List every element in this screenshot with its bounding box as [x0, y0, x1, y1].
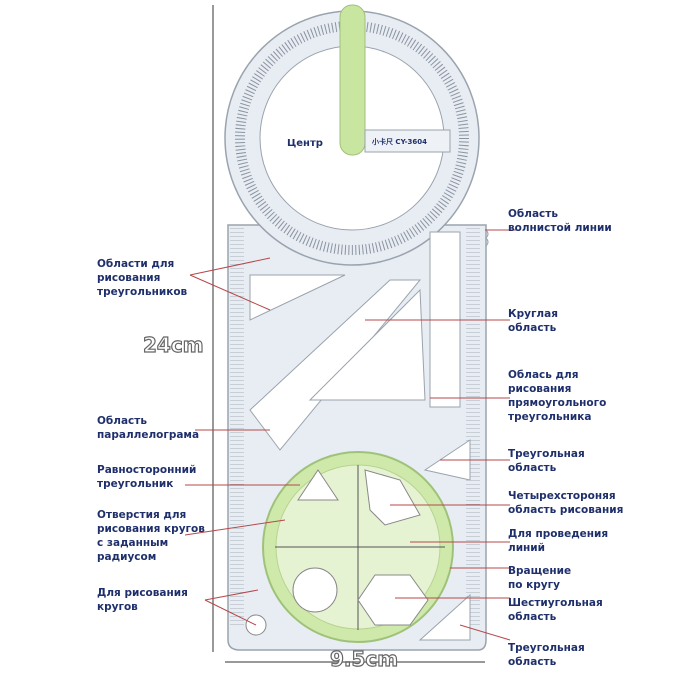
hexagon-cutout: [357, 574, 429, 626]
equilateral-triangle-cutout: [297, 469, 339, 501]
label-right-triangle: Облась для рисования прямоугольного треу…: [508, 369, 607, 423]
label-hexagon: Шестиугольная область: [508, 597, 603, 623]
label-quadrilateral: Четырехстороняя область рисования: [508, 490, 624, 516]
wave-edge: [485, 229, 489, 247]
label-circles: Для рисования кругов: [97, 587, 188, 613]
label-parallelogram: Область параллелограма: [97, 415, 200, 441]
right-scale: [466, 228, 480, 628]
triangle-cutout-mid: [308, 288, 426, 401]
center-label: Центр: [287, 138, 323, 149]
label-triangle-areas: Области для рисования треугольников: [97, 258, 188, 298]
model-plate: [364, 129, 451, 153]
leader-lines: [184, 229, 520, 641]
circle-cutout: [292, 567, 338, 613]
protractor-scale: [235, 21, 469, 255]
triangle-cutout-bottom: [418, 593, 471, 641]
label-triangle-area: Треугольная область: [508, 448, 585, 474]
label-radius-holes: Отверстия для рисования кругов с заданны…: [97, 509, 205, 563]
model-label: 小卡尺 CY-3604: [372, 138, 428, 146]
height-dimension-label: 24cm: [142, 332, 204, 357]
triangle-cutout-top: [249, 274, 346, 321]
label-lines: Для проведения линий: [508, 528, 609, 554]
parallelogram-cutout: [249, 279, 422, 451]
width-dimension-label: 9.5cm: [329, 646, 399, 671]
label-rotation: Вращение по кругу: [508, 565, 572, 591]
quadrilateral-cutout: [364, 469, 421, 526]
label-wave-line: Область волнистой линии: [508, 208, 612, 234]
rotating-arm[interactable]: [339, 4, 366, 156]
left-scale: [230, 228, 244, 628]
label-equilateral: Равносторонний треугольник: [97, 464, 197, 490]
label-round-area: Круглая область: [508, 308, 558, 334]
label-triangle-area-bottom: Треугольная область: [508, 642, 585, 668]
